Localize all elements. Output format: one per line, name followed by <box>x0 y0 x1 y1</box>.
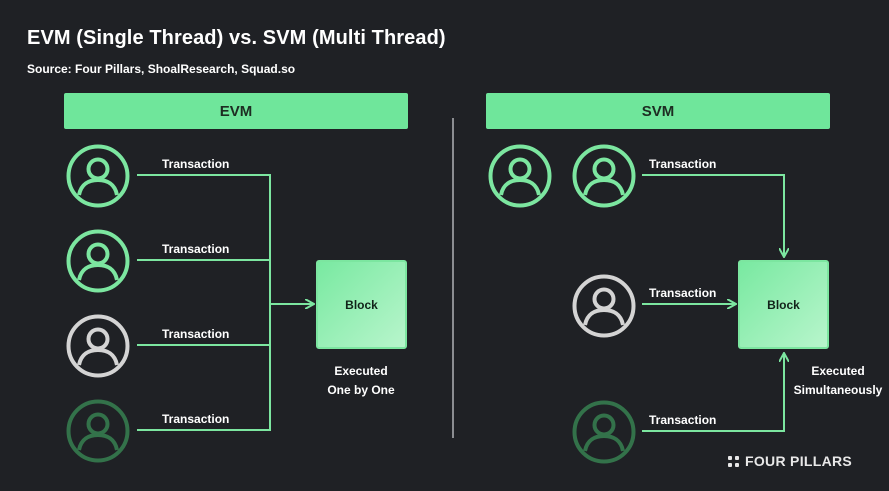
evm-tx-label-1: Transaction <box>162 157 230 171</box>
evm-exec-line-2: One by One <box>327 383 395 397</box>
section-divider <box>452 118 454 438</box>
user-icon <box>572 400 636 464</box>
svm-tx-label-3: Transaction <box>649 413 717 427</box>
user-icon <box>66 144 130 208</box>
user-icon <box>488 144 552 208</box>
page-title: EVM (Single Thread) vs. SVM (Multi Threa… <box>27 27 446 49</box>
evm-block: Block <box>316 260 407 349</box>
four-dots-logo-icon <box>728 455 739 467</box>
evm-tx-label-2: Transaction <box>162 242 230 256</box>
brand-logo: FOUR PILLARS <box>728 453 852 469</box>
svm-header: SVM <box>486 93 830 129</box>
user-icon <box>66 399 130 463</box>
evm-header: EVM <box>64 93 408 129</box>
svm-block: Block <box>738 260 829 349</box>
svm-tx-label-1: Transaction <box>649 157 717 171</box>
evm-tx-label-3: Transaction <box>162 327 230 341</box>
svm-tx-line-3 <box>642 354 784 432</box>
user-icon <box>572 144 636 208</box>
source-caption: Source: Four Pillars, ShoalResearch, Squ… <box>27 62 296 76</box>
brand-name: FOUR PILLARS <box>745 453 853 469</box>
svm-exec-line-1: Executed <box>811 364 865 378</box>
svm-exec-line-2: Simultaneously <box>793 383 883 397</box>
evm-exec-line-1: Executed <box>334 364 388 378</box>
svm-tx-label-2: Transaction <box>649 286 717 300</box>
user-icon <box>572 274 636 338</box>
user-icon <box>66 229 130 293</box>
user-icon <box>66 314 130 378</box>
evm-tx-label-4: Transaction <box>162 412 230 426</box>
svm-execution-label: Executed Simultaneously <box>786 362 889 400</box>
evm-execution-label: Executed One by One <box>311 362 411 400</box>
svm-tx-line-1 <box>642 174 784 256</box>
